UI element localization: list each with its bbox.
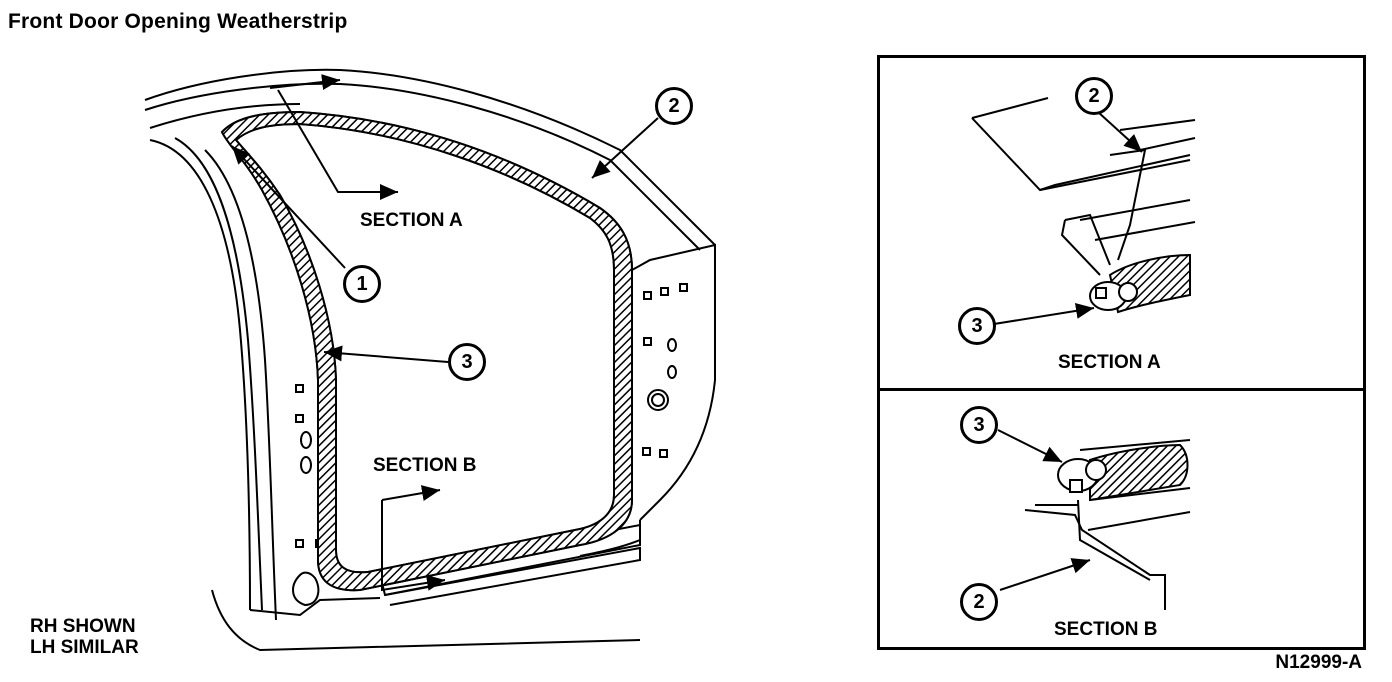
main-leaders (231, 117, 659, 363)
callout-1: 1 (343, 265, 381, 303)
rh-shown-text: RH SHOWN (30, 616, 136, 637)
detail-a-label: SECTION A (1058, 352, 1161, 373)
detail-a-drawing (971, 97, 1196, 276)
section-b-detail-box (877, 388, 1366, 650)
detail-b-callout-2: 2 (960, 583, 998, 621)
detail-a-seal-bulb (1089, 281, 1138, 311)
detail-b-seal-bulb (1057, 458, 1107, 493)
callout-2: 2 (655, 87, 693, 125)
page-title: Front Door Opening Weatherstrip (8, 10, 348, 33)
detail-b-weatherstrip (1089, 443, 1189, 502)
section-b-pointer-label: SECTION B (373, 455, 477, 476)
weatherstrip-hatched (220, 110, 633, 592)
detail-b-callout-3: 3 (960, 406, 998, 444)
section-a-pointer-label: SECTION A (360, 210, 463, 231)
section-a-detail-box (877, 55, 1366, 391)
detail-b-label: SECTION B (1054, 619, 1158, 640)
callout-3: 3 (448, 343, 486, 381)
lh-similar-text: LH SIMILAR (30, 637, 139, 658)
section-arrows (269, 74, 446, 592)
detail-b-drawing (1024, 439, 1191, 610)
figure-number: N12999-A (1275, 652, 1362, 673)
detail-a-callout-2: 2 (1075, 77, 1113, 115)
detail-a-callout-3: 3 (958, 307, 996, 345)
orientation-note: RH SHOWN LH SIMILAR (30, 616, 139, 658)
